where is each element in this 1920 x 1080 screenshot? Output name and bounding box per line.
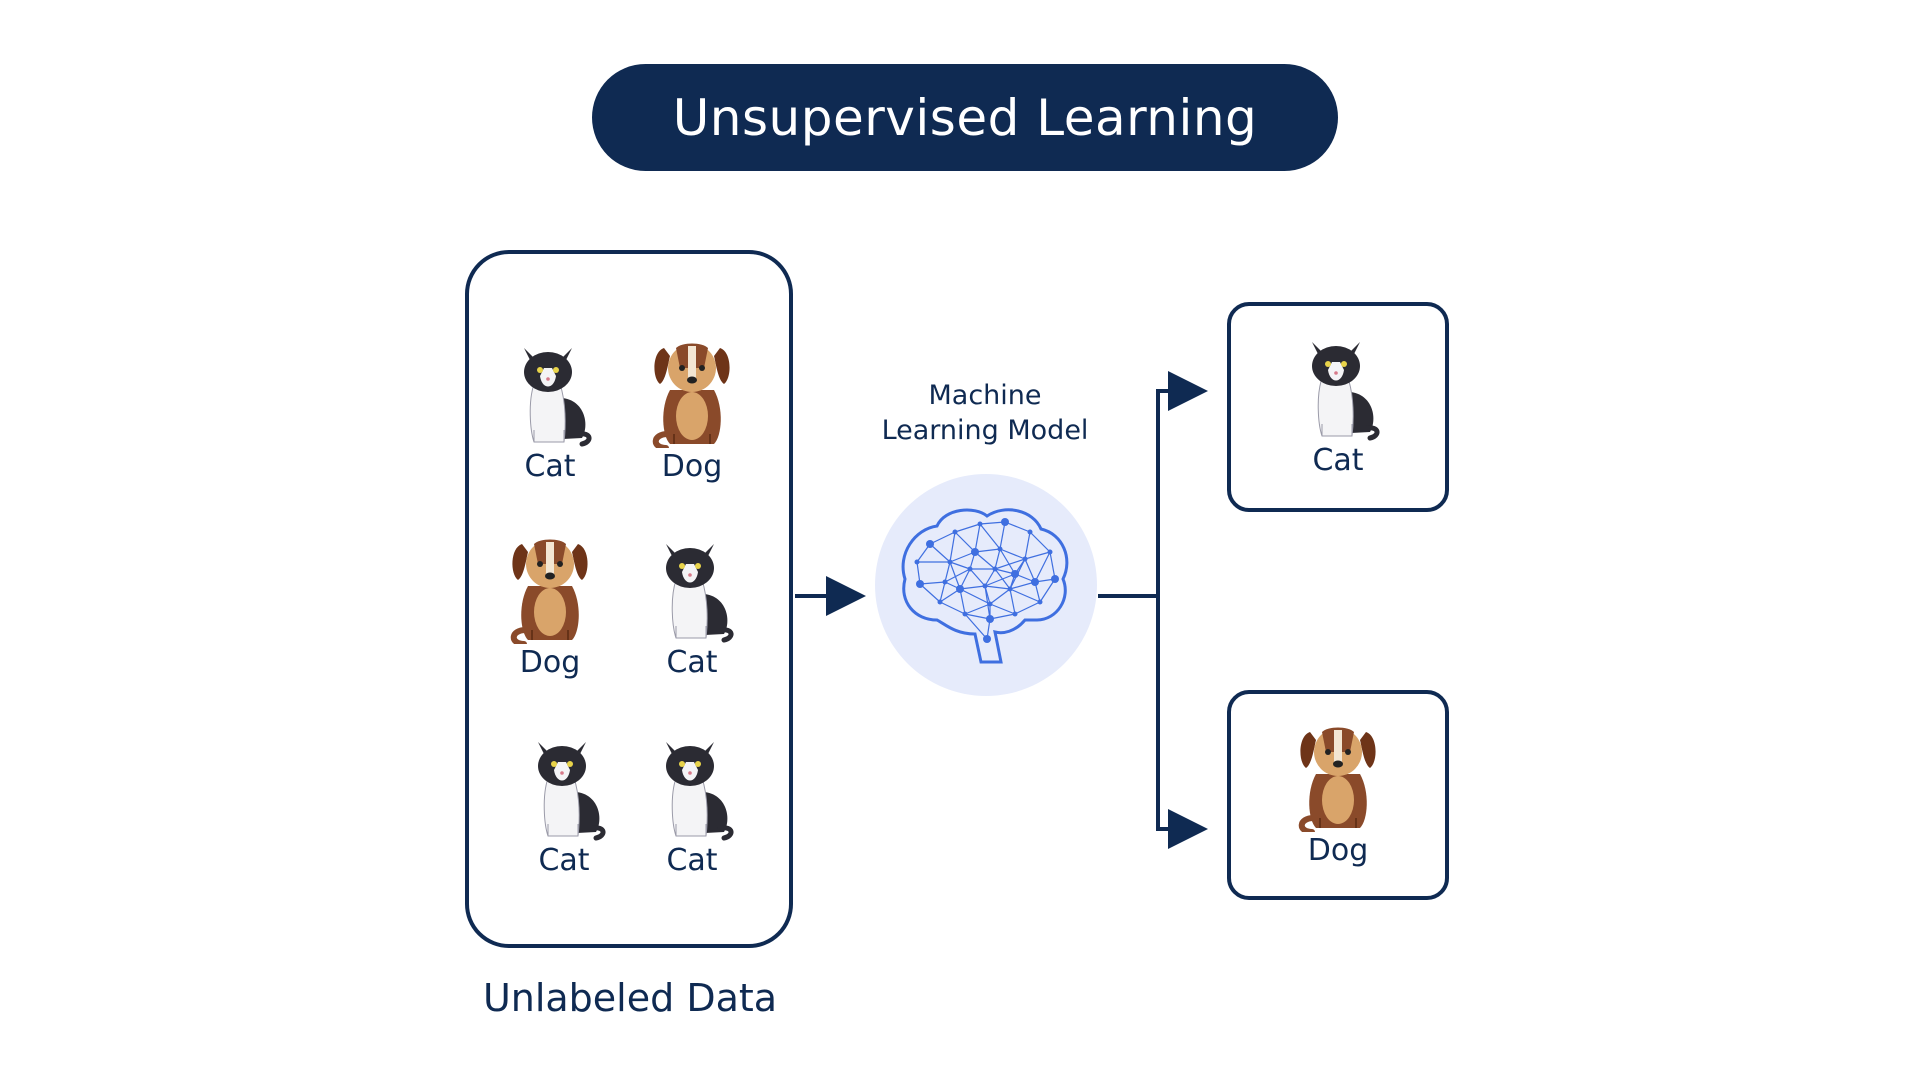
data-item-label: Dog (661, 449, 723, 484)
dog-icon (652, 343, 730, 448)
data-item: Dog (485, 534, 615, 678)
data-item-label: Dog (519, 645, 581, 680)
dog-icon (510, 539, 588, 644)
model-circle (875, 474, 1097, 696)
data-item: Cat (499, 732, 629, 876)
title-banner: Unsupervised Learning (592, 64, 1338, 171)
output-item-label: Cat (1312, 443, 1364, 478)
model-label-line1: Machine (928, 380, 1042, 411)
unlabeled-data-box: Cat Dog Dog Cat Cat (465, 250, 793, 948)
data-item: Cat (627, 534, 757, 678)
cat-icon (538, 742, 606, 841)
cat-icon (666, 544, 734, 643)
output-item: Cat (1273, 332, 1403, 476)
output-cluster-cat: Cat (1227, 302, 1449, 512)
dog-icon (1298, 727, 1376, 832)
model-label: Machine Learning Model (845, 378, 1125, 448)
cat-icon (666, 742, 734, 841)
cat-icon (1312, 342, 1380, 441)
page-title: Unsupervised Learning (672, 88, 1258, 147)
data-item-label: Cat (538, 843, 590, 878)
model-label-line2: Learning Model (881, 415, 1089, 446)
data-item: Dog (627, 338, 757, 482)
data-item: Cat (627, 732, 757, 876)
unlabeled-data-caption: Unlabeled Data (482, 976, 778, 1020)
model-to-outputs-branch (1098, 391, 1160, 829)
data-item: Cat (485, 338, 615, 482)
data-item-label: Cat (524, 449, 576, 484)
data-item-label: Cat (666, 645, 718, 680)
brain-network-icon (901, 508, 1069, 664)
cat-icon (524, 348, 592, 447)
output-item: Dog (1273, 722, 1403, 866)
output-item-label: Dog (1307, 833, 1369, 868)
data-item-label: Cat (666, 843, 718, 878)
output-cluster-dog: Dog (1227, 690, 1449, 900)
